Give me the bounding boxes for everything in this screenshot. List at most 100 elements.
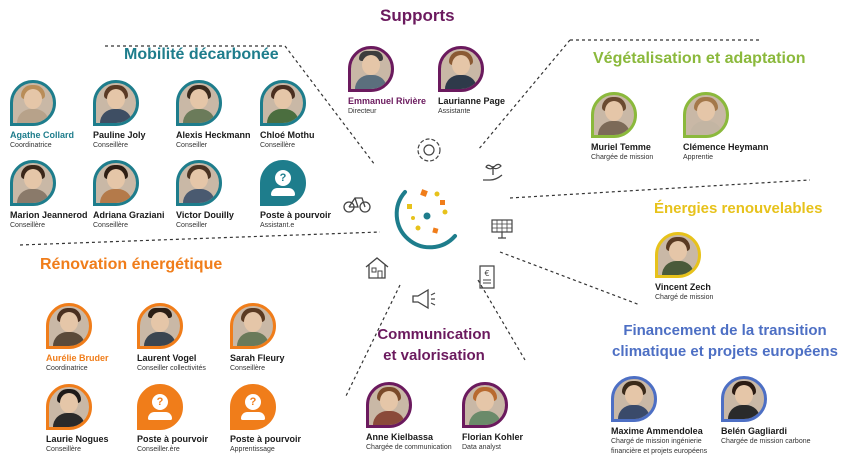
avatar (93, 160, 139, 206)
svg-text:€: € (484, 269, 489, 278)
person-name: Agathe Collard (10, 130, 75, 140)
megaphone-icon (412, 288, 436, 310)
avatar (721, 376, 767, 422)
person-card: Laurie Nogues Conseillère (46, 384, 156, 454)
person-role: Conseiller (176, 142, 208, 149)
person-card: Marion Jeannerod Conseillère (10, 160, 120, 230)
person-card: Vincent Zech Chargé de mission (655, 232, 765, 302)
avatar (10, 80, 56, 126)
avatar (655, 232, 701, 278)
person-role: Conseiller.ère (137, 446, 180, 453)
section-title-vegetalisation: Végétalisation et adaptation (593, 50, 806, 67)
person-name: Belén Gagliardi (721, 426, 788, 436)
person-role: Conseillère (10, 222, 46, 229)
person-role: Chargée de mission (591, 154, 654, 161)
person-card: Maxime Ammendolea Chargé de mission ingé… (611, 376, 721, 456)
person-role: Directeur (348, 108, 377, 115)
section-title-line: et valorisation (383, 347, 485, 364)
person-name: Victor Douilly (176, 210, 234, 220)
person-card: Emmanuel Rivière Directeur (348, 46, 458, 116)
person-name: Poste à pourvoir (230, 434, 302, 444)
person-name: Sarah Fleury (230, 353, 285, 363)
person-role: Apprentie (683, 154, 713, 161)
person-name: Emmanuel Rivière (348, 96, 427, 106)
avatar (683, 92, 729, 138)
avatar (10, 160, 56, 206)
bicycle-icon (343, 197, 371, 213)
avatar (611, 376, 657, 422)
person-name: Florian Kohler (462, 432, 524, 442)
person-name: Marion Jeannerod (10, 210, 88, 220)
person-role: Conseillère (46, 446, 82, 453)
person-card: Pauline Joly Conseillère (93, 80, 203, 150)
line-financement (499, 251, 641, 306)
avatar (366, 382, 412, 428)
document-euro-icon: € (479, 265, 495, 289)
logo-icon (394, 189, 457, 250)
avatar (93, 80, 139, 126)
vacant-position-icon: ? (260, 160, 306, 206)
person-name: Clémence Heymann (683, 142, 769, 152)
section-title-energies: Énergies renouvelables (654, 200, 823, 217)
person-role: Conseiller collectivités (137, 365, 206, 372)
person-card: Sarah Fleury Conseillère (230, 303, 340, 373)
person-name: Maxime Ammendolea (611, 426, 703, 436)
person-name: Muriel Temme (591, 142, 651, 152)
person-name: Vincent Zech (655, 282, 711, 292)
person-name: Laurie Nogues (46, 434, 109, 444)
plant-in-hand-icon (483, 163, 503, 181)
person-card: Alexis Heckmann Conseiller (176, 80, 286, 150)
person-name: Chloé Mothu (260, 130, 315, 140)
avatar (176, 80, 222, 126)
section-title-line: Communication (377, 326, 491, 343)
person-role: Data analyst (462, 444, 501, 451)
person-card: Anne Kielbassa Chargée de communication (366, 382, 476, 452)
person-role: Conseiller (176, 222, 208, 229)
section-title-line: Financement de la transition (623, 322, 827, 339)
person-name: Laurianne Page (438, 96, 506, 106)
section-title-financement: Financement de la transition climatique … (605, 320, 845, 362)
person-card: Victor Douilly Conseiller (176, 160, 286, 230)
person-role: Chargée de mission carbone (721, 438, 811, 445)
line-energies (509, 179, 811, 199)
person-card: Adriana Graziani Conseillère (93, 160, 203, 230)
gear-icon (417, 138, 441, 162)
avatar (591, 92, 637, 138)
avatar (176, 160, 222, 206)
person-role: Assistante (438, 108, 471, 115)
avatar (137, 303, 183, 349)
avatar (260, 80, 306, 126)
avatar (46, 384, 92, 430)
person-role: Conseillère (93, 222, 129, 229)
line-communication-left (344, 284, 401, 399)
person-card: Laurianne Page Assistante (438, 46, 548, 116)
section-title-communication: Communication et valorisation (375, 324, 493, 366)
person-role: Coordinatrice (10, 142, 52, 149)
person-card: Laurent Vogel Conseiller collectivités (137, 303, 247, 373)
person-name: Alexis Heckmann (176, 130, 251, 140)
person-role: Conseillère (260, 142, 296, 149)
person-role: financière et projets européens (611, 448, 708, 455)
person-card: Agathe Collard Coordinatrice (10, 80, 120, 150)
avatar (46, 303, 92, 349)
section-title-supports: Supports (380, 6, 455, 25)
house-icon (365, 257, 389, 279)
vacant-position-icon: ? (230, 384, 276, 430)
section-title-renovation: Rénovation énergétique (40, 256, 223, 273)
person-name: Laurent Vogel (137, 353, 197, 363)
avatar (230, 303, 276, 349)
vacant-position-icon: ? (137, 384, 183, 430)
avatar (438, 46, 484, 92)
person-role: Assistant.e (260, 222, 295, 229)
person-card: ? Poste à pourvoir Apprentissage (230, 384, 340, 454)
person-role: Conseillère (230, 365, 266, 372)
person-card: ? Poste à pourvoir Assistant.e (260, 160, 370, 230)
person-name: Adriana Graziani (93, 210, 165, 220)
line-mobilite (105, 45, 376, 166)
person-name: Aurélie Bruder (46, 353, 109, 363)
person-card: ? Poste à pourvoir Conseiller.ère (137, 384, 247, 454)
person-role: Apprentissage (230, 446, 275, 453)
avatar (462, 382, 508, 428)
person-card: Muriel Temme Chargée de mission (591, 92, 701, 162)
